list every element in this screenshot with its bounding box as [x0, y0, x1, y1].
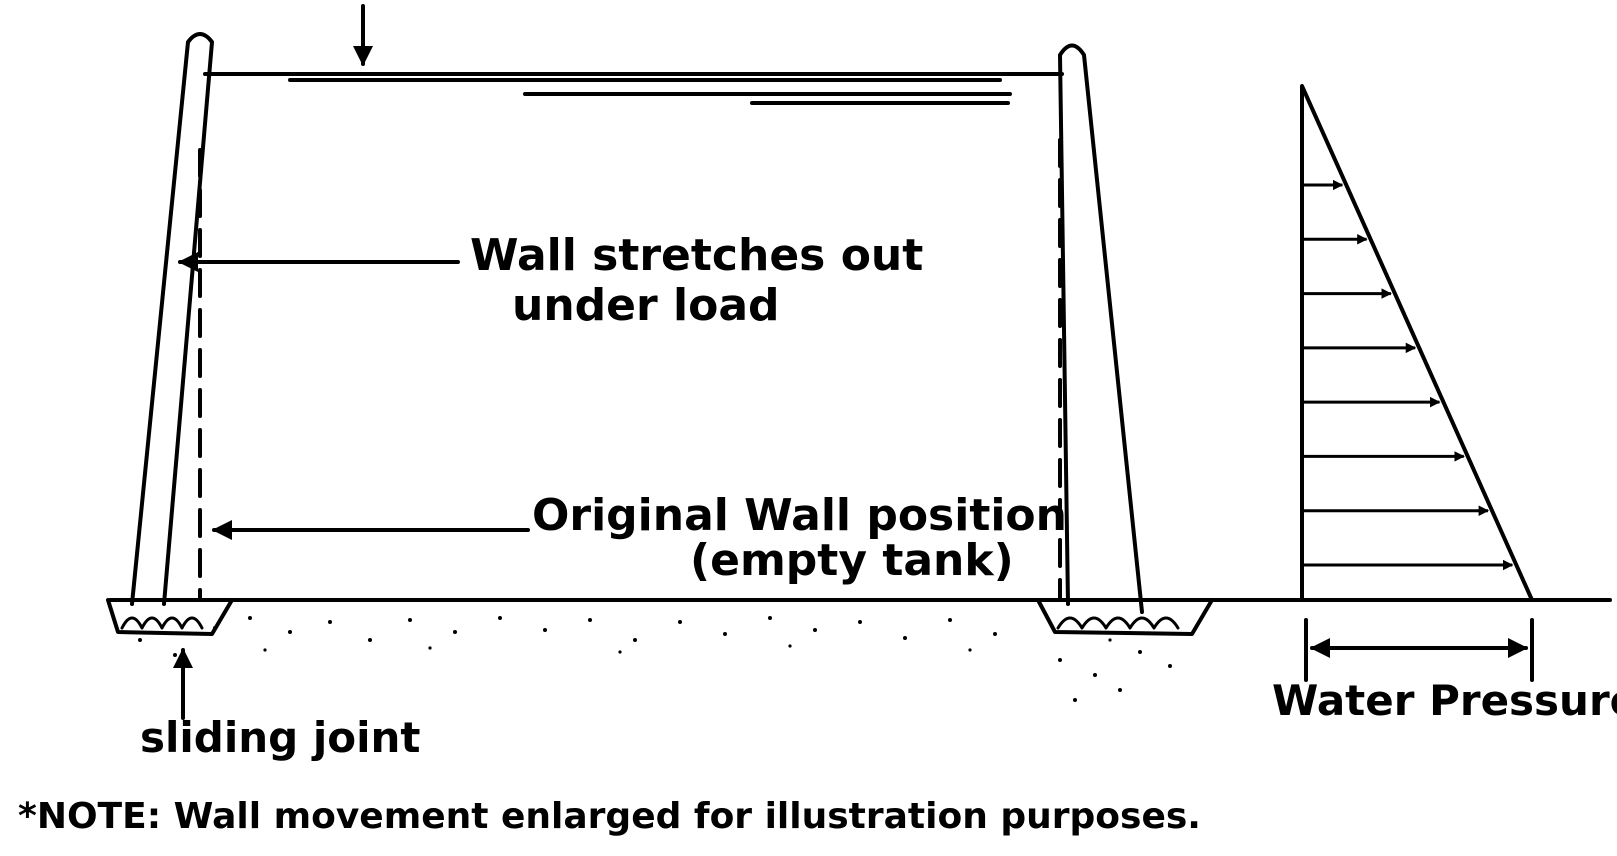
water-pressure-diagram [1300, 84, 1534, 682]
right-footing [1036, 598, 1214, 636]
right-wall-deflected [1058, 43, 1144, 614]
label-wall-stretches-2: under load [512, 280, 780, 331]
soil-texture [138, 616, 1172, 702]
left-footing [106, 598, 234, 636]
label-water-pressure: Water Pressure [1272, 676, 1617, 725]
label-original-position-2: (empty tank) [690, 535, 1014, 586]
label-sliding-joint: sliding joint [140, 713, 420, 762]
left-wall-deflected [130, 32, 214, 606]
label-note: *NOTE: Wall movement enlarged for illust… [18, 796, 1201, 837]
pressure-arrows [1302, 179, 1514, 571]
water-surface [203, 72, 1064, 105]
label-wall-stretches-1: Wall stretches out [470, 230, 923, 281]
label-original-position-1: Original Wall position [532, 490, 1067, 541]
